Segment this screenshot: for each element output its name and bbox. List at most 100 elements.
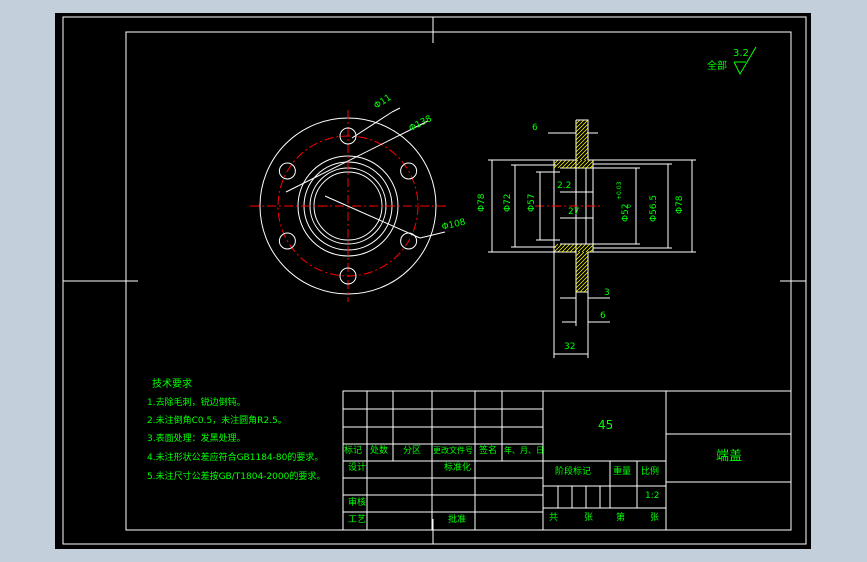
hatch-line — [575, 127, 589, 141]
dim-flange-small: 3 — [604, 288, 610, 298]
hatch-line — [575, 135, 589, 149]
hatch-line — [553, 159, 563, 169]
process-label: 工艺 — [348, 515, 367, 525]
hatch-line — [583, 155, 589, 161]
hatch-line — [581, 243, 591, 253]
review-label: 审核 — [348, 498, 367, 508]
drawing-background — [55, 13, 811, 549]
hatch-line — [565, 159, 575, 169]
hatch-line — [573, 243, 583, 253]
hatch-line — [575, 259, 589, 273]
surface-finish-symbol — [733, 46, 757, 76]
hatch-line — [589, 164, 594, 169]
weight-label: 重量 — [613, 467, 632, 477]
hatch-line — [585, 244, 594, 253]
hatch-line — [575, 139, 589, 153]
tech-req-item: 4.未注形状公差应符合GB1184-80的要求。 — [147, 453, 324, 463]
title-block — [342, 390, 792, 531]
hatch-line — [585, 160, 594, 169]
dim-d52-tol-upper: +0.03 — [616, 181, 623, 200]
hatch-line — [553, 243, 563, 253]
dim-d57: Φ57 — [527, 193, 537, 212]
dim-d72: Φ72 — [503, 193, 513, 212]
total-sheets-label: 共 — [549, 513, 559, 523]
hatch-line — [575, 251, 581, 257]
sheet-label: 张 — [584, 513, 594, 523]
dim-d78-right: Φ78 — [675, 195, 685, 214]
tech-req-item: 3.表面处理：发黑处理。 — [147, 434, 246, 444]
bolt-hole — [339, 127, 357, 145]
bolt-hole — [278, 232, 296, 250]
tech-req-item: 1.去除毛刺，锐边倒钝。 — [147, 398, 246, 408]
dim-d56: Φ56.5 — [649, 194, 659, 222]
dim-flange-width: 6 — [600, 311, 606, 321]
hatch-line — [561, 159, 571, 169]
dim-top-offset: 6 — [532, 123, 538, 133]
tech-req-item: 5.未注尺寸公差按GB/T1804-2000的要求。 — [147, 472, 326, 482]
tech-req-title: 技术要求 — [152, 379, 192, 390]
hatch-line — [557, 243, 567, 253]
design-label: 设计 — [348, 463, 367, 473]
hatch-line — [575, 119, 589, 133]
hatch-line — [577, 243, 587, 253]
dim-chamfer: 2.2 — [557, 181, 572, 191]
hatch-line — [561, 243, 571, 253]
hatch-line — [569, 243, 579, 253]
hatch-line — [581, 159, 591, 169]
hatch-line — [579, 151, 589, 161]
hatch-line — [575, 131, 589, 145]
hatch-line — [575, 263, 589, 277]
header-change-doc: 更改文件号 — [433, 446, 473, 455]
header-zone: 分区 — [403, 446, 422, 456]
hatch-line — [575, 255, 589, 269]
header-sign: 签名 — [479, 446, 498, 456]
header-mark: 标记 — [344, 446, 363, 456]
hatch-line — [569, 159, 579, 169]
front-leaders — [285, 107, 446, 239]
bolt-hole — [400, 162, 418, 180]
approve-label: 批准 — [448, 515, 467, 525]
scale-label: 比例 — [641, 467, 660, 477]
hatch-line — [573, 159, 583, 169]
hatch-line — [575, 119, 581, 125]
hatch-line — [575, 267, 589, 281]
hatch-line — [557, 159, 567, 169]
surface-finish-scope: 全部 — [707, 61, 727, 72]
page-label: 第 — [616, 513, 626, 523]
part-name: 端盖 — [716, 449, 743, 464]
hatch-line — [575, 275, 589, 289]
section-view — [488, 119, 696, 358]
dim-total-length: 32 — [564, 342, 576, 352]
dim-depth: 27 — [568, 207, 580, 217]
hatch-line — [575, 251, 589, 265]
material: 45 — [598, 418, 614, 432]
sheet2-label: 张 — [650, 513, 660, 523]
dim-d78-left: Φ78 — [477, 193, 487, 212]
dim-d52-tol-lower: 0 — [626, 204, 633, 208]
front-view — [250, 107, 446, 302]
stage-mark-label: 阶段标记 — [555, 467, 592, 477]
surface-finish-value: 3.2 — [733, 48, 749, 59]
bolt-holes — [278, 127, 418, 285]
hatch-line — [577, 159, 587, 169]
hatch-line — [575, 143, 589, 157]
hatch-line — [575, 147, 589, 161]
tech-req-item: 2.未注倒角C0.5，未注圆角R2.5。 — [147, 416, 287, 426]
section-dimension-lines — [488, 132, 696, 358]
standardization-label: 标准化 — [444, 463, 472, 473]
hatch-line — [575, 251, 585, 261]
section-hatching — [553, 119, 594, 293]
header-date: 年、月、日 — [504, 446, 544, 455]
centering-marks — [63, 17, 806, 544]
hatch-line — [589, 248, 594, 253]
scale-value: 1:2 — [645, 491, 660, 501]
hatch-line — [575, 279, 589, 293]
bolt-hole — [278, 162, 296, 180]
hatch-line — [575, 119, 585, 129]
hatch-line — [575, 271, 589, 285]
hatch-line — [565, 243, 575, 253]
header-count: 处数 — [370, 446, 389, 456]
hatch-line — [575, 123, 589, 137]
